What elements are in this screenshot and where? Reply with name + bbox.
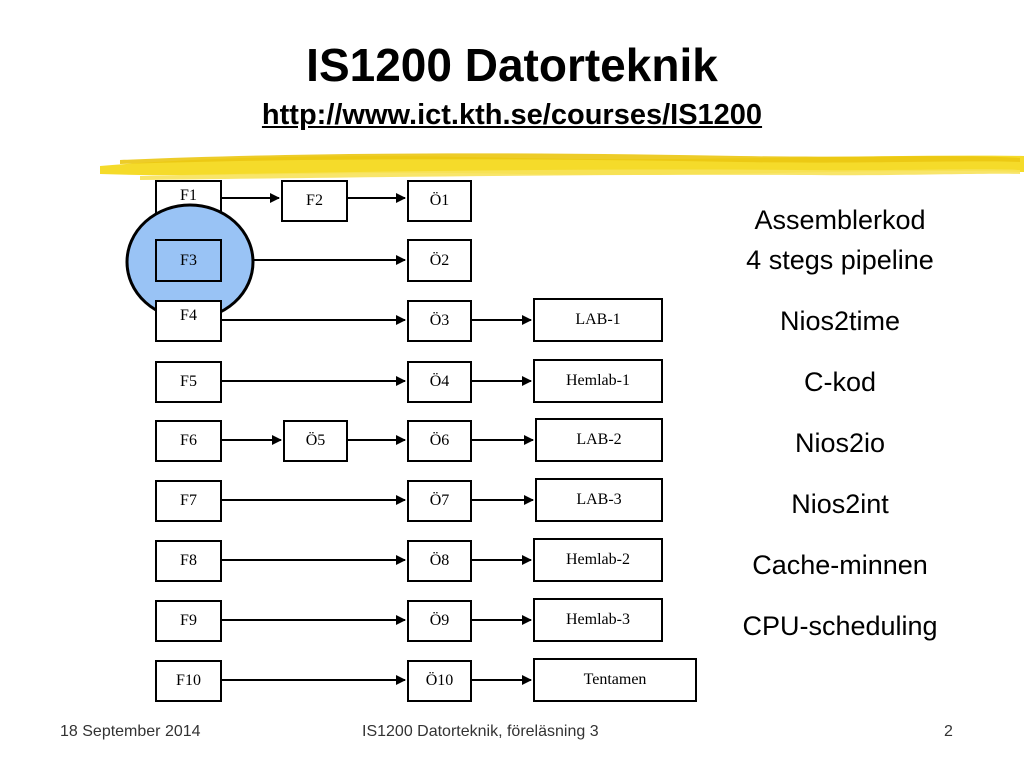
exercise-box-o5: Ö5 bbox=[283, 420, 348, 462]
lab-box-lab1: LAB-1 bbox=[533, 298, 663, 342]
lab-box-hemlab3: Hemlab-3 bbox=[533, 598, 663, 642]
topic-item: Assemblerkod bbox=[754, 205, 926, 235]
lab-box-hemlab1: Hemlab-1 bbox=[533, 359, 663, 403]
lecture-box-f9: F9 bbox=[155, 600, 222, 642]
course-url[interactable]: http://www.ict.kth.se/courses/IS1200 bbox=[261, 99, 763, 131]
topic-item: Nios2io bbox=[794, 428, 886, 458]
topic-item: Nios2time bbox=[779, 306, 901, 336]
lecture-box-f5: F5 bbox=[155, 361, 222, 403]
topic-item: Nios2int bbox=[791, 489, 889, 519]
lecture-box-f3: F3 bbox=[155, 239, 222, 282]
lecture-box-f2: F2 bbox=[281, 180, 348, 222]
topic-item: C-kod bbox=[803, 367, 877, 397]
lecture-box-f6: F6 bbox=[155, 420, 222, 462]
exercise-box-o2: Ö2 bbox=[407, 239, 472, 282]
slide-title: IS1200 Datorteknik bbox=[306, 39, 718, 91]
topics-list: Assemblerkod 4 stegs pipeline Nios2time … bbox=[700, 200, 980, 646]
lab-box-tentamen: Tentamen bbox=[533, 658, 697, 702]
exercise-box-o7: Ö7 bbox=[407, 480, 472, 522]
footer-page-number: 2 bbox=[944, 723, 953, 740]
exercise-box-o3: Ö3 bbox=[407, 300, 472, 342]
exercise-box-o9: Ö9 bbox=[407, 600, 472, 642]
lecture-box-f7: F7 bbox=[155, 480, 222, 522]
lecture-box-f10: F10 bbox=[155, 660, 222, 702]
topic-item: Cache-minnen bbox=[752, 550, 928, 580]
lab-box-lab3: LAB-3 bbox=[535, 478, 663, 522]
footer-course: IS1200 Datorteknik, föreläsning 3 bbox=[362, 723, 599, 740]
exercise-box-o6: Ö6 bbox=[407, 420, 472, 462]
topic-item: 4 stegs pipeline bbox=[746, 245, 934, 275]
exercise-box-o8: Ö8 bbox=[407, 540, 472, 582]
exercise-box-o10: Ö10 bbox=[407, 660, 472, 702]
lab-box-hemlab2: Hemlab-2 bbox=[533, 538, 663, 582]
footer-date: 18 September 2014 bbox=[60, 723, 201, 740]
topic-item: CPU-scheduling bbox=[742, 611, 938, 641]
lecture-box-f8: F8 bbox=[155, 540, 222, 582]
lab-box-lab2: LAB-2 bbox=[535, 418, 663, 462]
exercise-box-o4: Ö4 bbox=[407, 361, 472, 403]
title-underline-stroke bbox=[100, 153, 1024, 180]
lecture-box-f4: F4 bbox=[155, 300, 222, 342]
exercise-box-o1: Ö1 bbox=[407, 180, 472, 222]
